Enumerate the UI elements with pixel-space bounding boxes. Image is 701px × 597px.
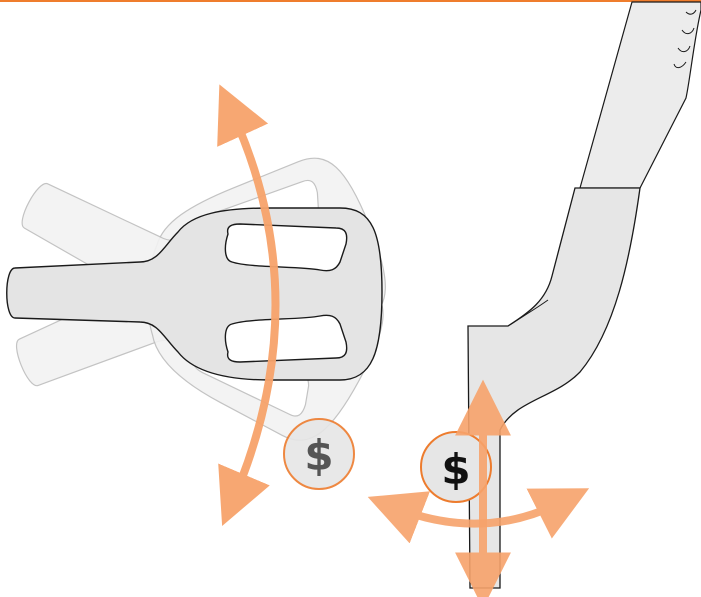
rocking-arrow — [367, 488, 590, 544]
shaft-notches — [673, 9, 697, 69]
top-rule — [0, 0, 701, 2]
coin-left: $ — [283, 418, 355, 490]
right-side-view: $ — [367, 1, 701, 597]
hosel — [467, 187, 641, 589]
shaft — [579, 1, 701, 189]
coin-left-symbol: $ — [304, 431, 333, 480]
left-top-view: $ — [6, 84, 386, 526]
swing-arc-arrow — [217, 84, 280, 526]
hosel-edge — [507, 299, 549, 327]
main-head — [6, 207, 383, 381]
coin-right-symbol: $ — [441, 445, 470, 494]
